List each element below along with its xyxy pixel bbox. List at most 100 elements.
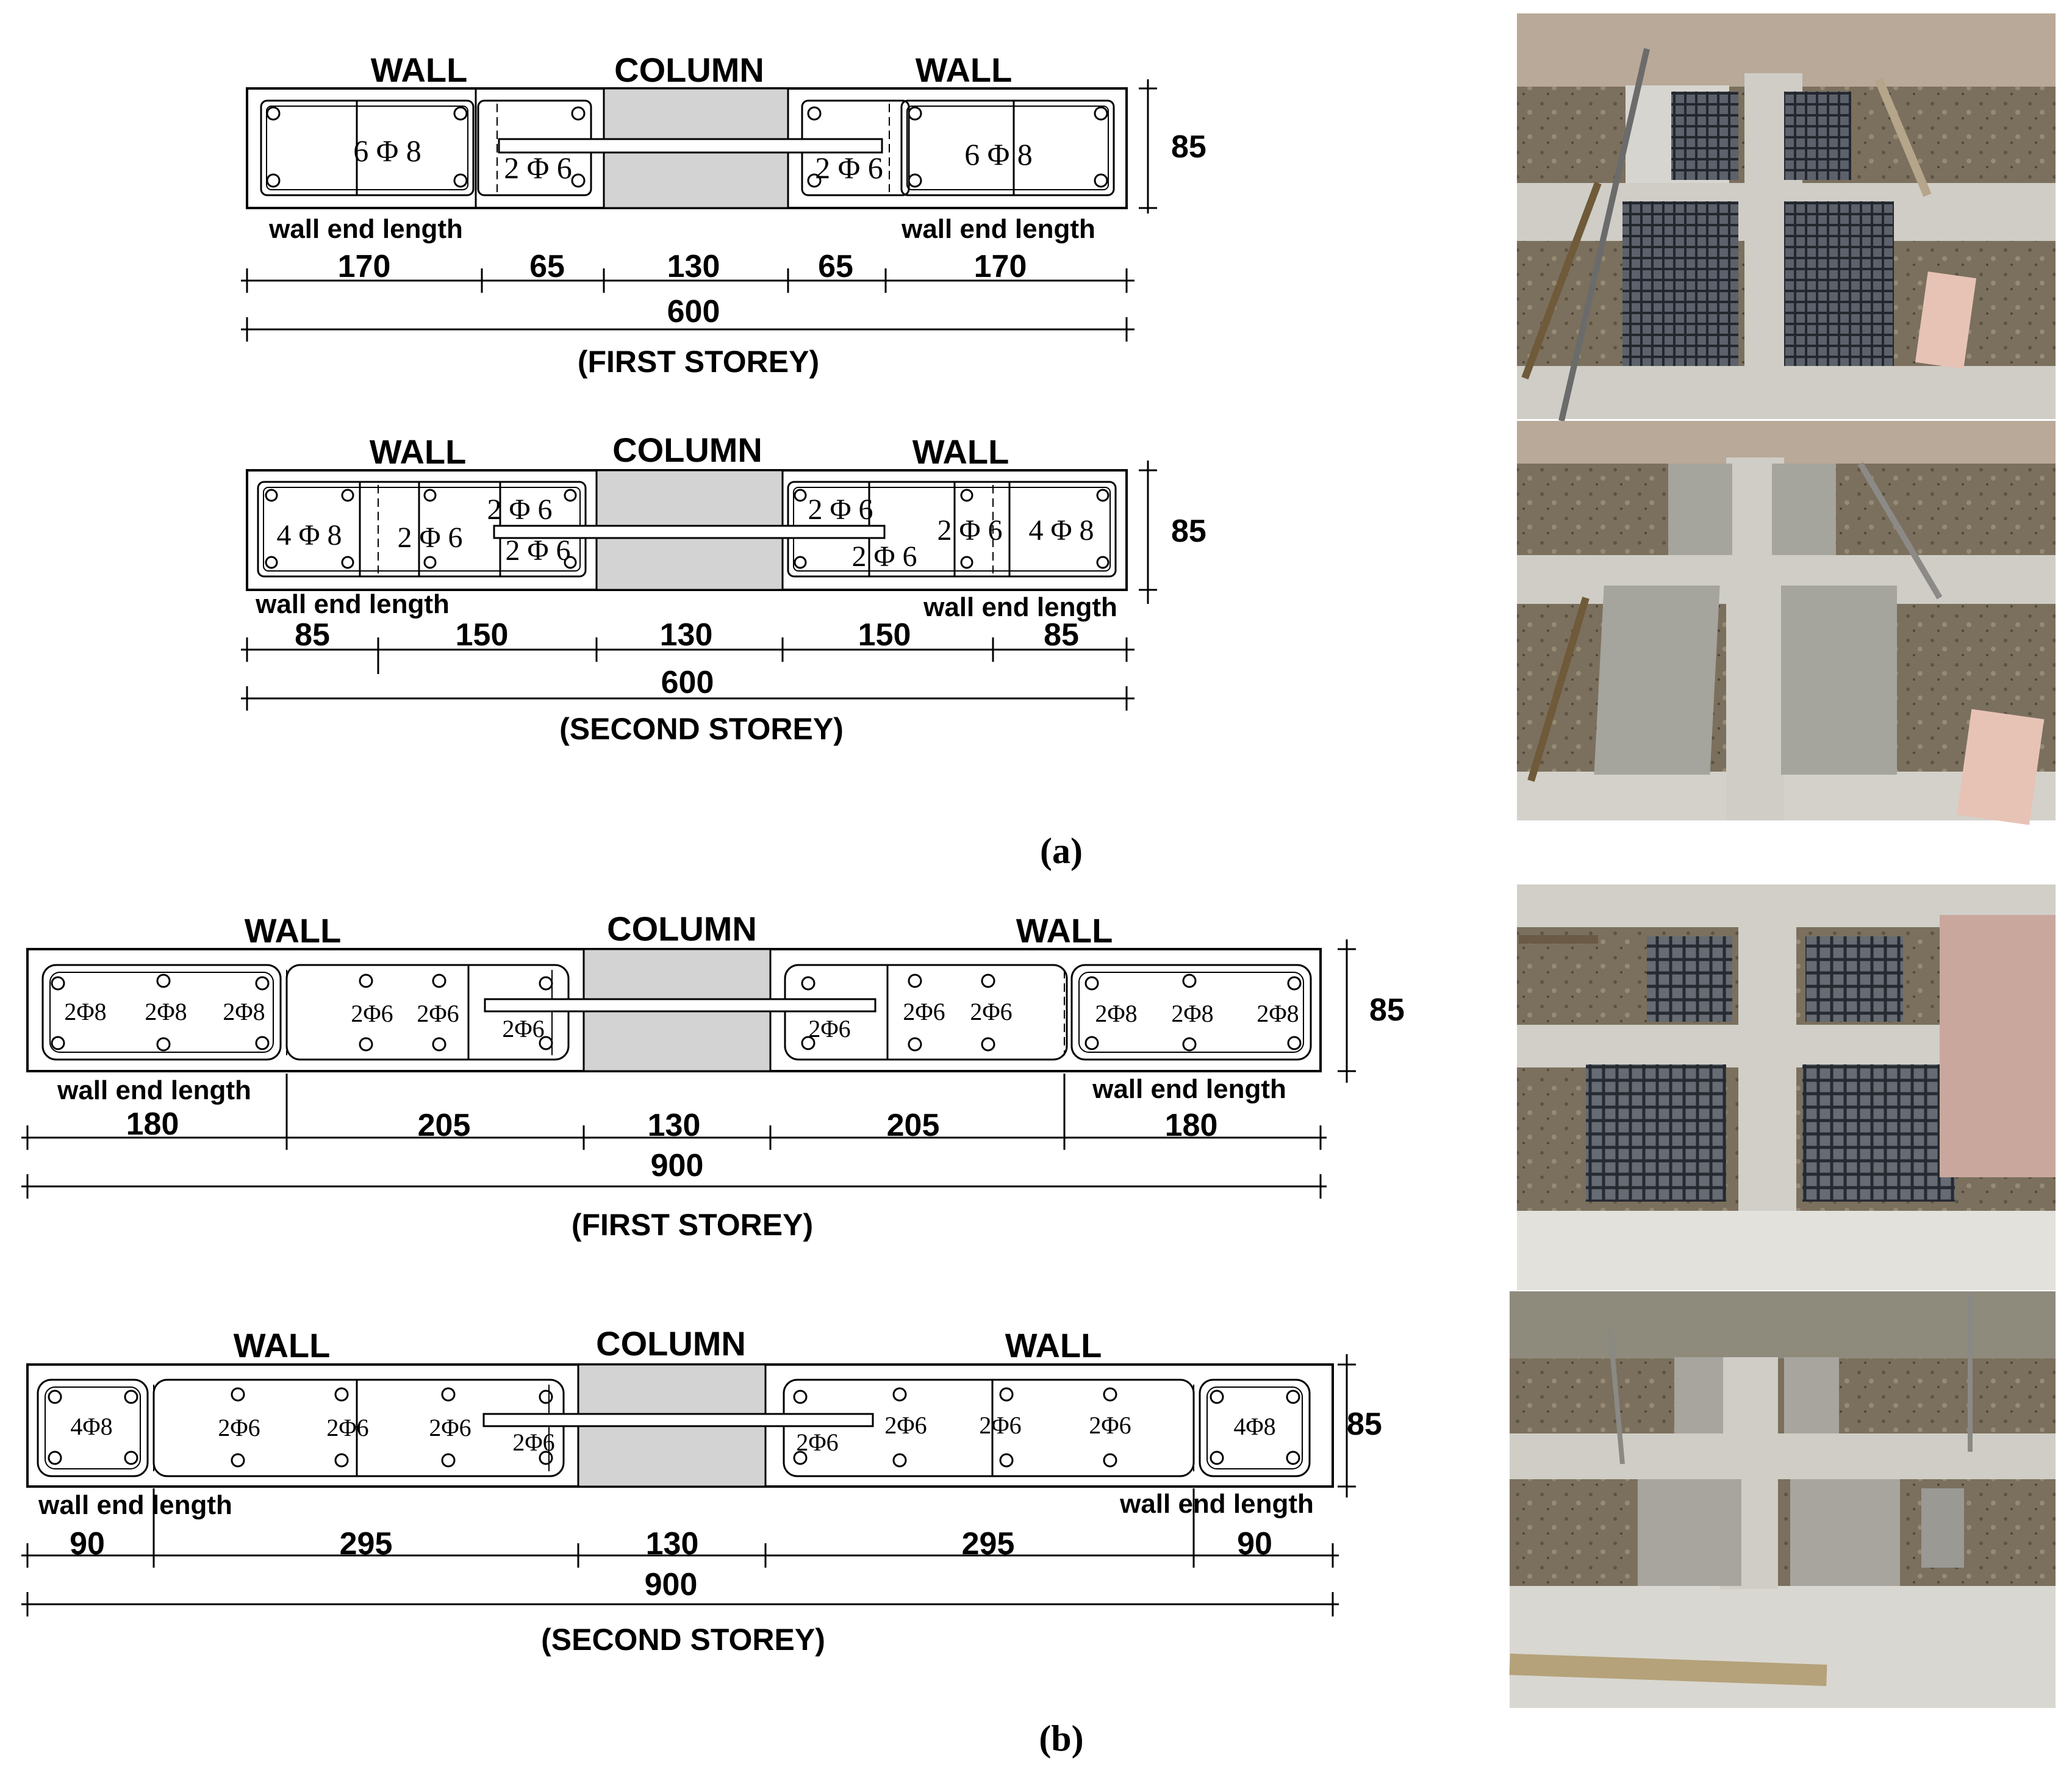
stirrup	[1206, 1386, 1303, 1469]
rebar-label: 2Φ6	[351, 1000, 393, 1027]
thickness-dimension	[1338, 1354, 1356, 1498]
rebar-label: 2Φ6	[218, 1414, 260, 1441]
segment-dim: 295	[962, 1526, 1015, 1562]
segment-dim: 150	[456, 617, 509, 653]
wall-end-length-label: wall end length	[57, 1075, 251, 1105]
rebar-label: 2Φ6	[979, 1412, 1021, 1439]
dimension-line	[241, 637, 1135, 711]
heading-wall-right: WALL	[916, 51, 1013, 89]
rebar-label: 2Φ8	[1256, 1000, 1299, 1027]
rebar-label: 2Φ6	[1089, 1412, 1131, 1439]
rebar-label: 2Φ6	[884, 1412, 927, 1439]
stirrup	[37, 1379, 149, 1477]
wall-end-length-label: wall end length	[38, 1490, 232, 1520]
tie-bar	[493, 525, 886, 539]
photo-a-second-storey	[1517, 421, 2056, 825]
tie-bar	[482, 1413, 874, 1427]
wall-end-length-label: wall end length	[901, 214, 1095, 244]
rebar-label: 2Φ8	[64, 998, 106, 1025]
heading-column: COLUMN	[612, 431, 762, 469]
section-a-second-storey: WALL COLUMN WALL 4 Φ 8 2 Φ 6 2 Φ 6 2 Φ 6	[241, 431, 1206, 746]
segment-dim: 130	[646, 1526, 699, 1562]
rebar-bars	[265, 489, 1109, 569]
rebar-label: 2Φ6	[796, 1429, 838, 1456]
rebar-label: 2Φ6	[512, 1429, 554, 1456]
heading-wall-left: WALL	[370, 432, 467, 471]
section-b-second-storey: WALL COLUMN WALL 4Φ8	[21, 1324, 1382, 1657]
rebar-label: 6 Φ 8	[964, 137, 1033, 171]
stirrup	[45, 1386, 141, 1469]
total-dim: 900	[651, 1148, 704, 1183]
wall-end-length-label: wall end length	[1092, 1074, 1286, 1104]
storey-caption: (FIRST STOREY)	[578, 345, 819, 379]
thickness-label: 85	[1171, 514, 1206, 549]
rebar-label: 2 Φ 6	[505, 534, 570, 567]
heading-wall-right: WALL	[1016, 911, 1113, 950]
rebar-label: 2Φ6	[417, 1000, 459, 1027]
segment-dim: 85	[295, 617, 330, 653]
stirrup	[1078, 972, 1304, 1053]
dimension-line	[21, 1488, 1339, 1616]
segment-dim: 65	[818, 249, 853, 284]
heading-wall-left: WALL	[245, 911, 342, 950]
rebar-label: 2 Φ 6	[937, 514, 1002, 547]
heading-wall-right: WALL	[1005, 1326, 1102, 1365]
stirrup	[266, 106, 468, 190]
total-dim: 900	[645, 1567, 698, 1602]
tie-bar	[484, 998, 876, 1013]
section-b-first-storey: WALL COLUMN WALL 2Φ8	[21, 909, 1405, 1242]
rebar-bars	[51, 974, 1302, 1052]
segment-dim: 295	[340, 1526, 393, 1562]
segment-dim: 90	[70, 1526, 105, 1562]
rebar-label: 2 Φ 6	[808, 493, 873, 526]
thickness-label: 85	[1347, 1407, 1382, 1442]
rebar-label: 2Φ8	[145, 998, 187, 1025]
rebar-label: 2Φ8	[1171, 1000, 1213, 1027]
segment-dim: 205	[418, 1108, 471, 1143]
panel-label-a: (a)	[1040, 831, 1083, 871]
thickness-label: 85	[1171, 129, 1206, 165]
segment-dim: 170	[974, 249, 1027, 284]
stirrup	[41, 964, 282, 1061]
segment-dim: 180	[1165, 1108, 1218, 1143]
heading-wall-right: WALL	[912, 432, 1009, 471]
segment-dim: 85	[1044, 617, 1079, 653]
thickness-dimension	[1139, 79, 1157, 213]
segment-dim: 90	[1237, 1526, 1272, 1562]
heading-wall-left: WALL	[234, 1326, 331, 1365]
photo-b-first-storey	[1517, 884, 2056, 1290]
heading-wall-left: WALL	[371, 51, 468, 89]
rebar-label: 2 Φ 6	[815, 151, 883, 185]
rebar-label: 2 Φ 6	[397, 522, 462, 554]
dimension-line	[241, 268, 1135, 342]
rebar-label: 2Φ6	[808, 1015, 850, 1042]
total-dim: 600	[661, 665, 714, 700]
panel-label-b: (b)	[1039, 1718, 1083, 1759]
segment-dim: 130	[667, 249, 720, 284]
segment-dim: 180	[126, 1107, 179, 1142]
rebar-label: 4Φ8	[1233, 1413, 1275, 1440]
rebar-label: 2 Φ 6	[504, 151, 572, 185]
rebar-label: 2Φ6	[903, 998, 945, 1025]
stirrup	[906, 106, 1109, 190]
storey-caption: (SECOND STOREY)	[541, 1623, 825, 1657]
segment-dim: 205	[887, 1108, 940, 1143]
heading-column: COLUMN	[614, 51, 764, 89]
segment-dim: 130	[660, 617, 713, 653]
rebar-label: 2Φ6	[970, 998, 1012, 1025]
stirrup	[49, 972, 274, 1053]
rebar-label: 4 Φ 8	[276, 519, 342, 551]
thickness-label: 85	[1369, 992, 1405, 1028]
total-dim: 600	[667, 294, 720, 329]
rebar-label: 2Φ8	[1095, 1000, 1137, 1027]
storey-caption: (FIRST STOREY)	[572, 1208, 813, 1242]
segment-dim: 170	[338, 249, 391, 284]
rebar-label: 2Φ6	[429, 1414, 471, 1441]
rebar-label: 4Φ8	[70, 1413, 112, 1440]
stirrup	[260, 99, 475, 196]
rebar-label: 2Φ8	[223, 998, 265, 1025]
stirrup	[1199, 1379, 1311, 1477]
wall-end-length-label: wall end length	[1119, 1489, 1314, 1519]
rebar-bars	[48, 1387, 1300, 1468]
